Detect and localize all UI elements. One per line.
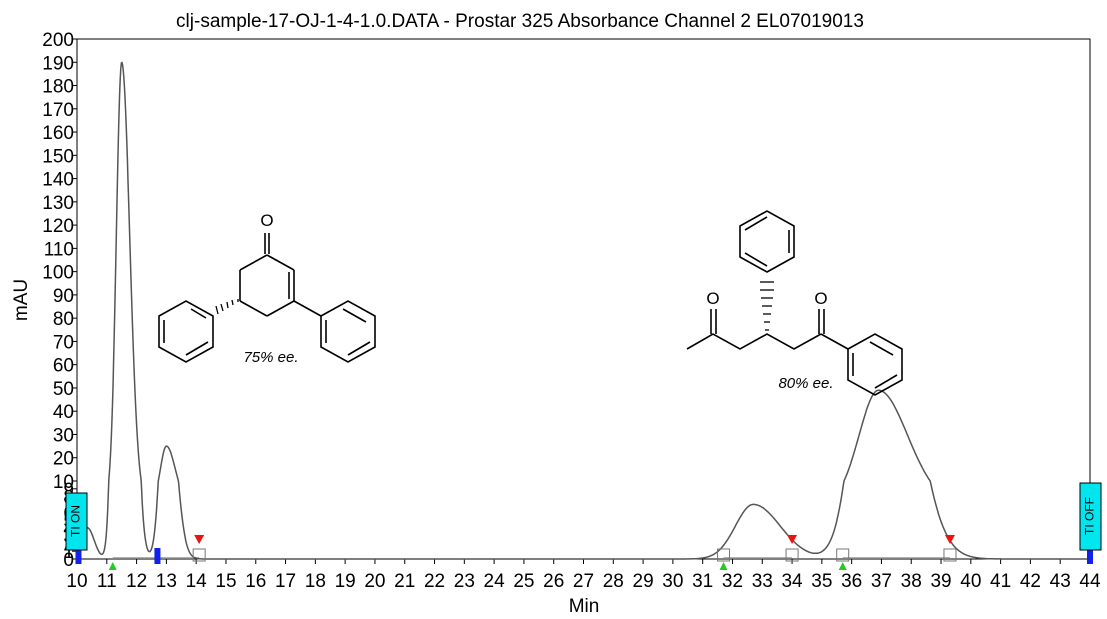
x-tick-label-22: 32 xyxy=(722,571,743,592)
x-tick-label-11: 21 xyxy=(394,571,415,592)
marker-box-5 xyxy=(785,548,799,562)
x-tick-label-21: 31 xyxy=(692,571,713,592)
x-tick-label-3: 13 xyxy=(156,571,177,592)
chart-title: clj-sample-17-OJ-1-4-1.0.DATA - Prostar … xyxy=(176,11,864,32)
y-tick-label-1: 1 xyxy=(63,542,74,563)
y-tick-label-20: 110 xyxy=(44,239,74,260)
plot-frame xyxy=(76,38,1091,560)
x-tick-label-9: 19 xyxy=(335,571,356,592)
y-tick-label-10: 10 xyxy=(53,472,74,493)
x-tick-label-27: 37 xyxy=(871,571,892,592)
x-tick-label-0: 10 xyxy=(66,571,87,592)
y-tick-label-19: 100 xyxy=(42,263,74,284)
y-tick-label-22: 130 xyxy=(42,193,74,214)
stereo-hash-1 xyxy=(215,299,239,315)
y-tick-label-9: 9 xyxy=(63,480,74,501)
x-tick-label-25: 35 xyxy=(811,571,832,592)
x-tick-label-5: 15 xyxy=(215,571,236,592)
marker-blue-0 xyxy=(75,548,82,564)
y-axis-title: mAU xyxy=(11,279,32,321)
marker-green-4 xyxy=(719,562,728,570)
stereo-hash-2 xyxy=(760,281,774,331)
x-tick-label-4: 14 xyxy=(186,571,208,592)
x-tick-label-6: 16 xyxy=(245,571,266,592)
x-tick-label-20: 30 xyxy=(662,571,683,592)
y-tick-label-27: 180 xyxy=(42,77,74,98)
x-tick-label-1: 11 xyxy=(97,571,117,592)
y-tick-label-16: 70 xyxy=(53,332,74,353)
marker-red-3 xyxy=(194,535,205,544)
y-tick-label-14: 50 xyxy=(53,379,74,400)
x-tick-label-2: 12 xyxy=(126,571,147,592)
ti-on-tag: TI ON xyxy=(65,492,88,551)
x-tick-label-24: 34 xyxy=(781,571,803,592)
marker-red-5 xyxy=(787,535,798,544)
y-tick-label-15: 60 xyxy=(53,356,74,377)
y-tick-label-29: 200 xyxy=(42,30,74,51)
x-tick-label-13: 23 xyxy=(454,571,475,592)
x-tick-label-30: 40 xyxy=(960,571,981,592)
x-tick-label-18: 28 xyxy=(603,571,624,592)
marker-green-1 xyxy=(108,562,117,570)
y-tick-label-17: 80 xyxy=(53,309,74,330)
x-tick-label-15: 25 xyxy=(513,571,534,592)
oxygen-label-3: O xyxy=(814,289,827,308)
ti-off-label: TI OFF xyxy=(1083,497,1097,535)
marker-blue-2 xyxy=(154,548,161,564)
event-markers xyxy=(75,535,1093,570)
x-tick-label-16: 26 xyxy=(543,571,564,592)
x-tick-label-19: 29 xyxy=(633,571,654,592)
x-tick-label-28: 38 xyxy=(901,571,922,592)
structure-diphenylhexanedione xyxy=(686,210,903,396)
ee-annotation-1: 75% ee. xyxy=(243,349,298,366)
y-tick-label-21: 120 xyxy=(42,216,74,237)
marker-box-3 xyxy=(192,548,206,562)
x-tick-label-17: 27 xyxy=(573,571,594,592)
x-tick-label-33: 43 xyxy=(1050,571,1071,592)
structure-diphenylcyclohexenone xyxy=(158,233,376,363)
x-tick-label-31: 41 xyxy=(990,571,1011,592)
marker-box-4 xyxy=(717,548,731,562)
x-tick-label-10: 20 xyxy=(364,571,385,592)
x-tick-label-14: 24 xyxy=(484,571,506,592)
x-tick-label-7: 17 xyxy=(275,571,296,592)
y-tick-label-0: 0 xyxy=(63,550,74,571)
x-axis: 10 11 12 13 14 15 16 17 18 19 20 21 22 23 24 25 26 27 28 29… xyxy=(66,559,1101,592)
marker-red-7 xyxy=(944,535,955,544)
y-tick-label-23: 140 xyxy=(42,170,74,191)
x-tick-label-29: 39 xyxy=(930,571,951,592)
y-tick-label-28: 190 xyxy=(42,53,74,74)
marker-blue-8 xyxy=(1087,548,1093,564)
y-axis: 0123456789102030405060708090100110120130… xyxy=(42,30,77,571)
oxygen-label-1: O xyxy=(260,211,273,230)
ee-annotation-2: 80% ee. xyxy=(778,375,833,392)
y-tick-label-12: 30 xyxy=(53,425,74,446)
y-tick-label-25: 160 xyxy=(42,123,74,144)
oxygen-label-2: O xyxy=(706,289,719,308)
ti-on-label: TI ON xyxy=(69,505,83,537)
y-tick-label-11: 20 xyxy=(53,449,74,470)
marker-box-6 xyxy=(836,548,850,562)
y-tick-label-24: 150 xyxy=(42,146,74,167)
chromatogram-trace xyxy=(77,61,1090,560)
marker-box-7 xyxy=(943,548,957,562)
x-tick-label-8: 18 xyxy=(305,571,326,592)
y-tick-label-26: 170 xyxy=(42,100,74,121)
x-tick-label-34: 44 xyxy=(1079,571,1101,592)
ti-off-tag: TI OFF xyxy=(1079,482,1102,551)
x-tick-label-32: 42 xyxy=(1020,571,1041,592)
y-tick-label-13: 40 xyxy=(53,402,74,423)
y-tick-label-18: 90 xyxy=(53,286,74,307)
x-tick-label-12: 22 xyxy=(424,571,445,592)
marker-green-6 xyxy=(838,562,847,570)
x-tick-label-23: 33 xyxy=(752,571,773,592)
x-tick-label-26: 36 xyxy=(841,571,862,592)
x-axis-title: Min xyxy=(569,596,600,617)
